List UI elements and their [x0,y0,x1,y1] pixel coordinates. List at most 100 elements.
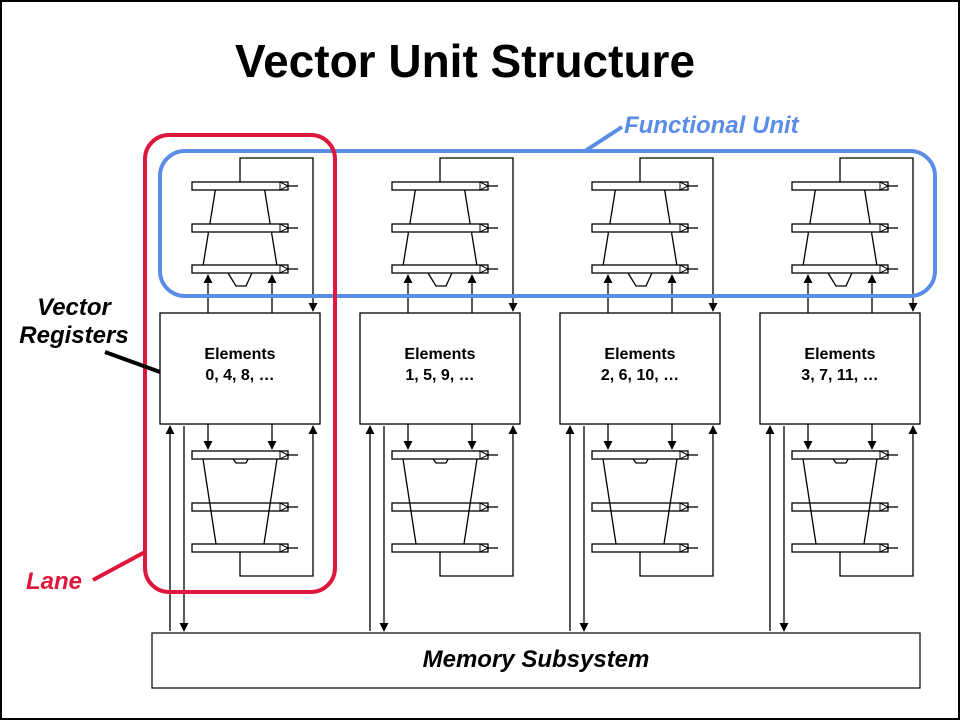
clock-triangle [279,450,290,460]
clock-triangle [679,543,690,553]
clock-triangle [479,264,490,274]
pipeline-latch [591,181,689,191]
pipeline-latch [191,181,289,191]
clock-triangle [879,264,890,274]
pipeline-latch [791,543,889,553]
clock-triangle [479,181,490,191]
register-label-lane-3: Elements 3, 7, 11, … [760,344,920,386]
result-writeback-wire [839,157,918,312]
pipeline-latch [591,264,689,274]
clock-triangle [279,543,290,553]
clock-triangle [679,264,690,274]
vector-register-box [759,312,921,425]
mem-feedback-wire [839,425,918,577]
register-label-line2: 3, 7, 11, … [801,367,879,384]
register-label-line1: Elements [604,346,676,363]
lane-pointer [92,550,146,582]
pipeline-latch [791,450,889,460]
pipeline-latch [191,264,289,274]
register-label-lane-2: Elements 2, 6, 10, … [560,344,720,386]
clock-triangle [879,502,890,512]
clock-triangle [679,450,690,460]
pipeline-latch [591,502,689,512]
clock-triangle [879,223,890,233]
result-writeback-wire [239,157,318,312]
clock-triangle [279,502,290,512]
clock-triangle [479,223,490,233]
pipeline-latch [591,450,689,460]
pipeline-latch [791,264,889,274]
pipeline-latch [391,181,489,191]
clock-triangle [879,450,890,460]
register-label-line2: 0, 4, 8, … [205,367,275,384]
result-writeback-wire [639,157,718,312]
clock-triangle [679,502,690,512]
pipeline-latch [791,181,889,191]
input-notch [227,272,253,287]
page-title: Vector Unit Structure [234,35,696,87]
pipeline-latch [191,543,289,553]
mem-feedback-wire [239,425,318,577]
register-label-line1: Elements [204,346,276,363]
functional-unit-label: Functional Unit [624,112,799,139]
vector-register-box [559,312,721,425]
input-notch [427,272,453,287]
clock-triangle [279,181,290,191]
pipeline-latch [391,223,489,233]
pipeline-latch [191,450,289,460]
pipeline-latch [191,223,289,233]
pipeline-latch [791,223,889,233]
result-writeback-wire [439,157,518,312]
register-label-line1: Elements [804,346,876,363]
lanes-layer [159,157,921,632]
pipeline-latch [591,543,689,553]
vector-register-box [359,312,521,425]
mem-body-right [863,458,878,545]
lane-1 [359,157,521,632]
vector-registers-pointer [104,350,161,374]
mem-body-right [663,458,678,545]
clock-triangle [679,223,690,233]
mem-body-right [263,458,278,545]
mem-feedback-wire [639,425,718,577]
functional-unit-outline [158,149,937,298]
mem-body-left [602,458,617,545]
lane-label: Lane [26,568,83,595]
vector-registers-label: Vector Registers [19,294,129,349]
clock-triangle [479,543,490,553]
mem-body-right [463,458,478,545]
mem-body-left [802,458,817,545]
register-label-line2: 2, 6, 10, … [600,367,680,384]
pipeline-latch [791,502,889,512]
lane-2 [559,157,721,632]
clock-triangle [879,543,890,553]
register-label-line1: Elements [404,346,476,363]
clock-triangle [279,264,290,274]
clock-triangle [479,502,490,512]
pipeline-latch [191,502,289,512]
input-notch [827,272,853,287]
pipeline-latch [391,450,489,460]
memory-subsystem-label: Memory Subsystem [422,646,650,673]
mem-body-left [402,458,417,545]
pipeline-latch [391,543,489,553]
clock-triangle [679,181,690,191]
register-label-line2: 1, 5, 9, … [405,367,475,384]
lane-outline [143,133,337,594]
clock-triangle [479,450,490,460]
pipeline-latch [391,264,489,274]
vector-register-box [159,312,321,425]
pipeline-latch [591,223,689,233]
mem-feedback-wire [439,425,518,577]
clock-triangle [879,181,890,191]
lane-0 [159,157,321,632]
mem-body-left [202,458,217,545]
functional-unit-pointer [583,125,624,153]
lane-3 [759,157,921,632]
register-label-lane-0: Elements 0, 4, 8, … [160,344,320,386]
pipeline-latch [391,502,489,512]
input-notch [627,272,653,287]
